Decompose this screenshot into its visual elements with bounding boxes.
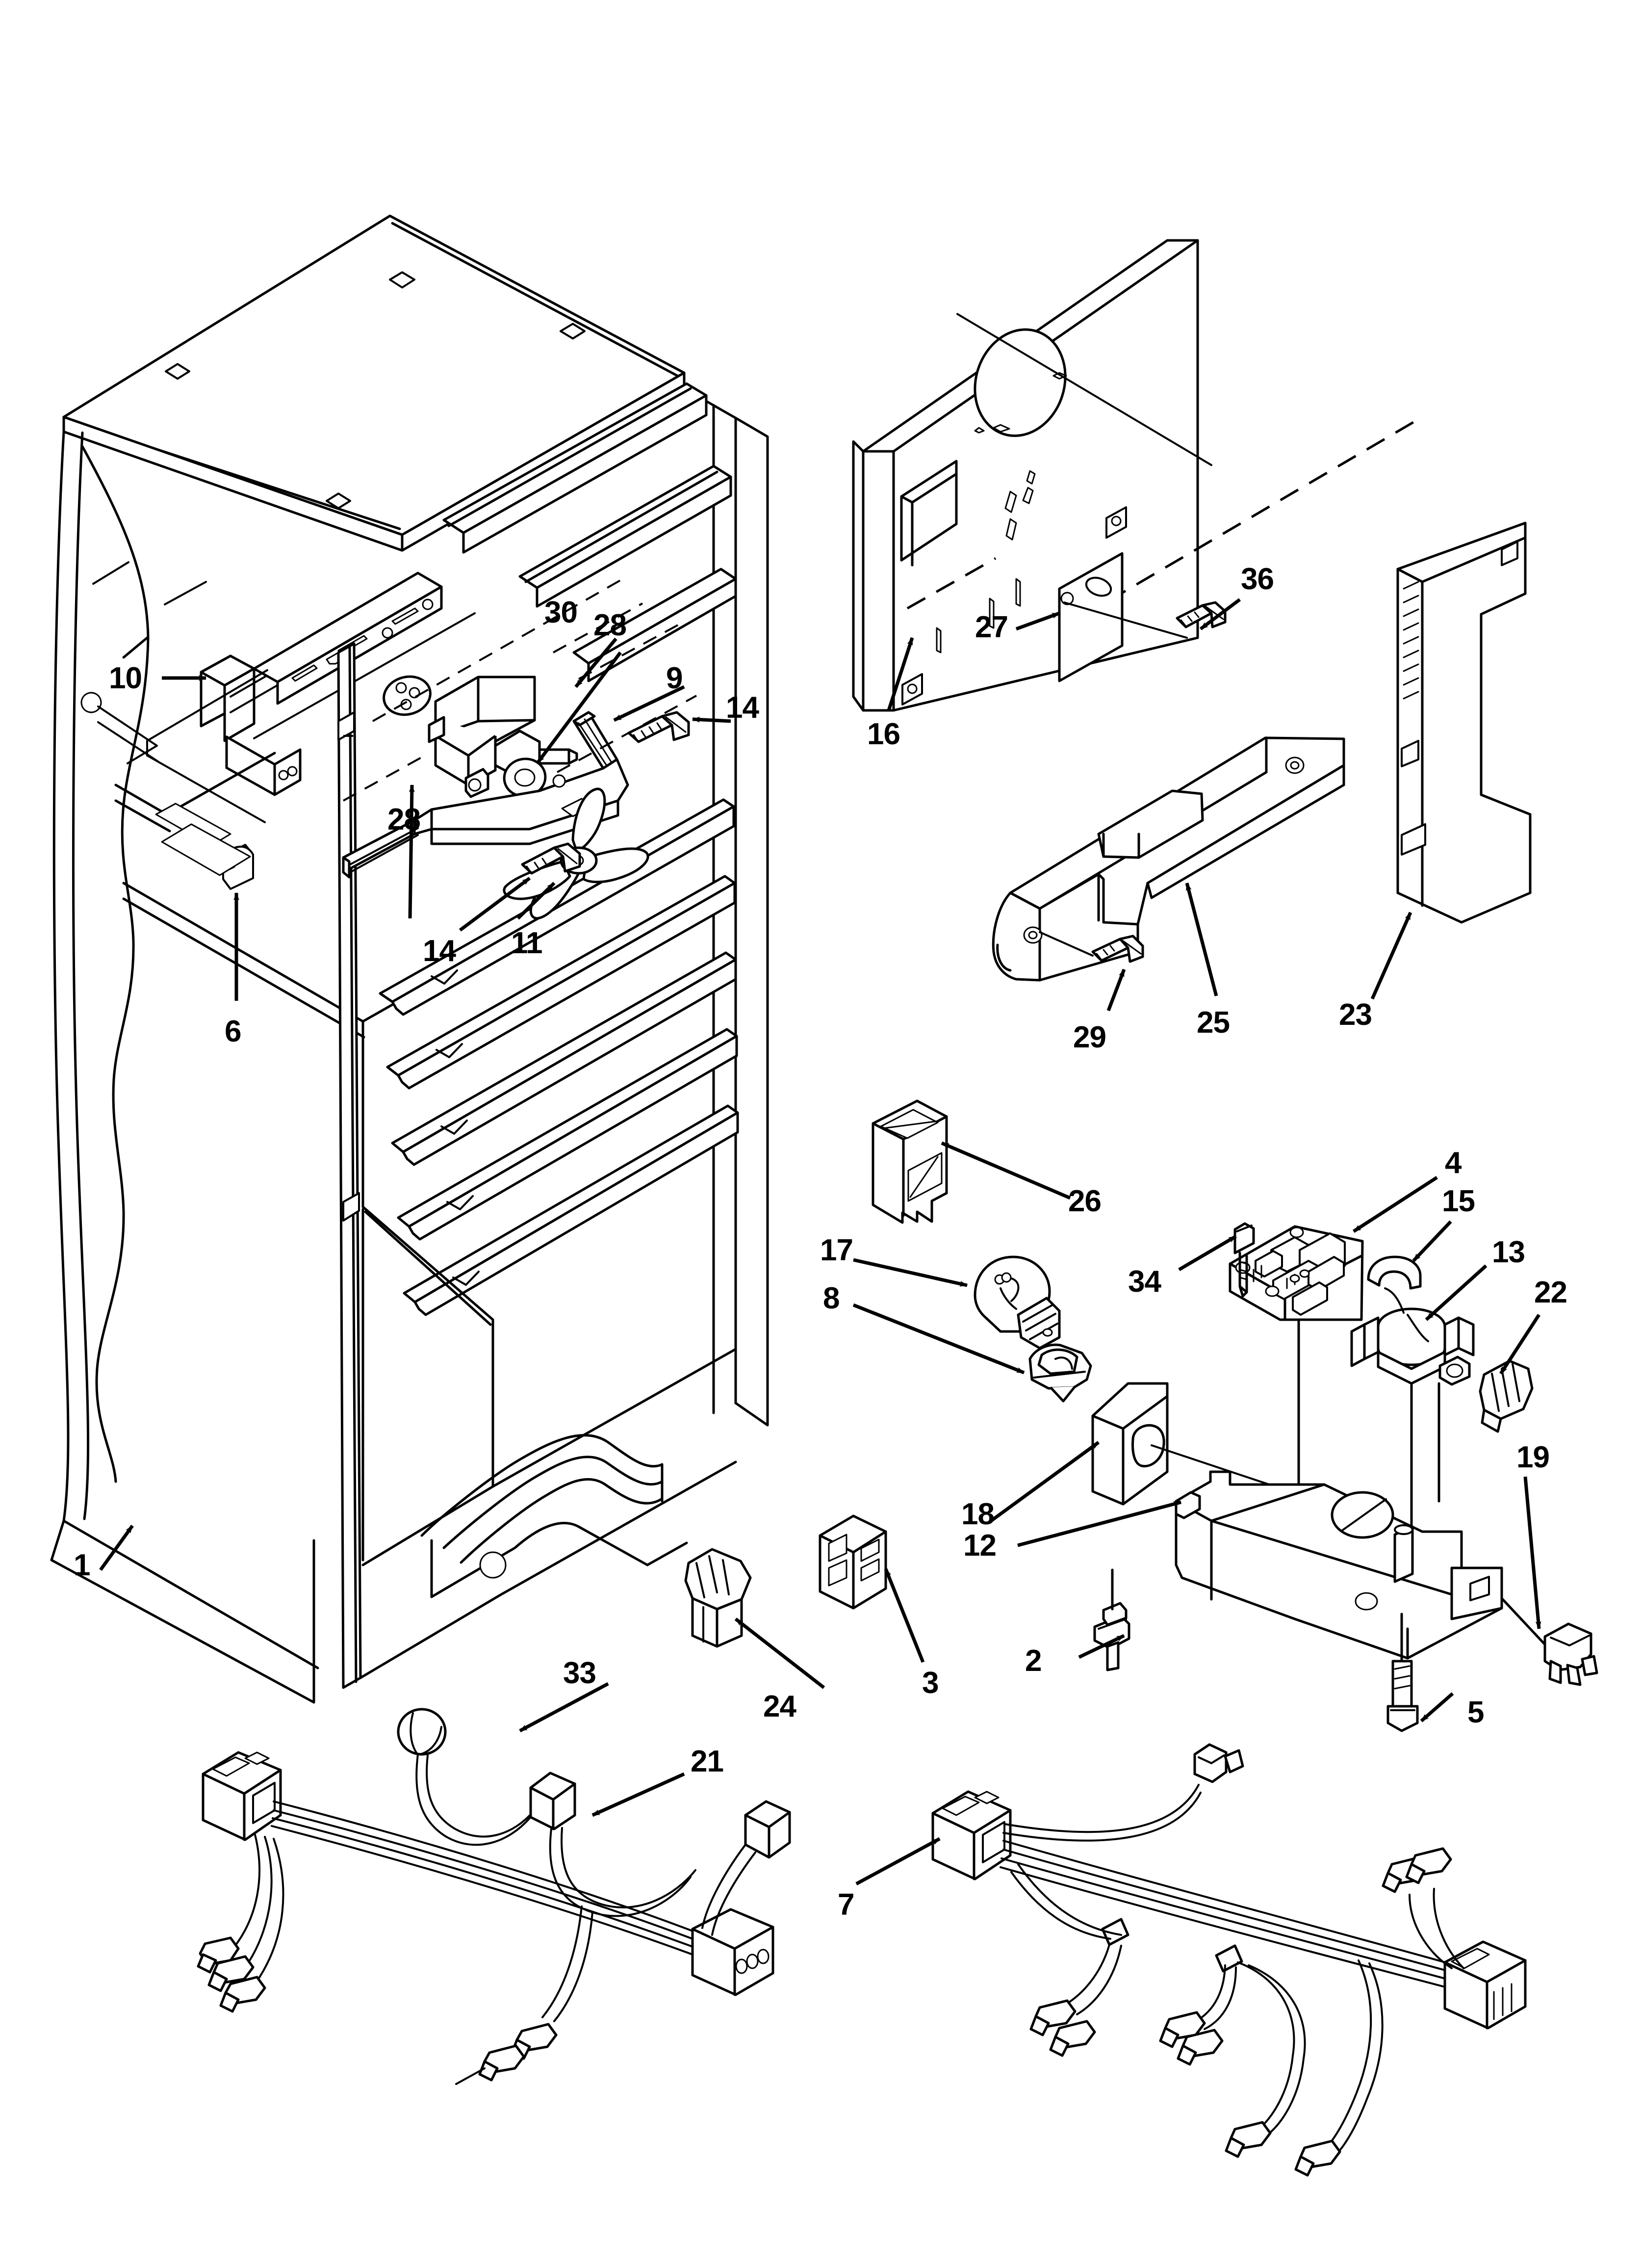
callout-25[interactable]: 25 (1197, 1006, 1230, 1040)
callout-30[interactable]: 30 (544, 596, 578, 629)
callout-12[interactable]: 12 (963, 1529, 997, 1563)
wire-connector-housing-24 (684, 1548, 752, 1648)
cabinet-assembly (50, 214, 769, 1704)
callout-28b[interactable]: 28 (387, 803, 421, 836)
callout-14b[interactable]: 14 (423, 934, 456, 968)
callout-27[interactable]: 27 (975, 610, 1008, 644)
evaporator-fan-assembly (342, 578, 697, 920)
callout-21[interactable]: 21 (691, 1745, 724, 1778)
callout-19[interactable]: 19 (1516, 1440, 1550, 1474)
callout-8[interactable]: 8 (823, 1281, 840, 1315)
access-cover-screw (1176, 601, 1227, 628)
callout-4[interactable]: 4 (1445, 1146, 1462, 1180)
callout-6[interactable]: 6 (225, 1015, 241, 1048)
callout-5[interactable]: 5 (1467, 1695, 1484, 1729)
callout-2[interactable]: 2 (1025, 1644, 1042, 1678)
callout-14[interactable]: 14 (726, 691, 759, 725)
callout-36[interactable]: 36 (1241, 562, 1274, 596)
wiring-harness-left (197, 1708, 791, 2085)
callout-13[interactable]: 13 (1492, 1235, 1525, 1269)
harness-grommet-33 (397, 1708, 447, 1756)
defrost-timer-and-trough (1091, 1382, 1598, 1732)
duct-cover-screw (1091, 935, 1144, 963)
callout-9[interactable]: 9 (666, 661, 683, 695)
callout-34[interactable]: 34 (1128, 1265, 1161, 1299)
shelf-rails (379, 798, 739, 1316)
callout-28[interactable]: 28 (593, 608, 627, 642)
light-bulb-and-socket (974, 1255, 1092, 1403)
callout-23[interactable]: 23 (1339, 998, 1372, 1032)
fan-grommet-upper (383, 675, 432, 716)
wiring-harness-right (931, 1743, 1527, 2177)
terminal-block-3 (819, 1514, 887, 1610)
callout-18[interactable]: 18 (961, 1497, 995, 1531)
rear-machine-compartment-panel (852, 239, 1423, 712)
control-board-group (1229, 1222, 1534, 1532)
callout-16[interactable]: 16 (867, 717, 900, 751)
callout-7[interactable]: 7 (838, 1888, 854, 1922)
fan-screw-upper (627, 711, 690, 743)
callout-1[interactable]: 1 (74, 1548, 90, 1582)
wire-terminal-19 (1500, 1597, 1598, 1686)
push-on-terminal-cap (1479, 1359, 1534, 1433)
callout-10[interactable]: 10 (109, 661, 142, 695)
leader-lines (99, 598, 1541, 1886)
callout-29[interactable]: 29 (1073, 1020, 1106, 1054)
air-duct-assembly (992, 521, 1532, 982)
air-damper-control (872, 1099, 948, 1224)
control-board-screw (1233, 1222, 1255, 1298)
callout-33[interactable]: 33 (563, 1656, 596, 1690)
callout-11[interactable]: 11 (511, 926, 543, 960)
fan-screw-lower (521, 842, 581, 875)
callout-15[interactable]: 15 (1442, 1184, 1475, 1218)
trough-mounting-screw (1386, 1613, 1419, 1732)
defrost-thermostat (1350, 1287, 1475, 1386)
callout-17[interactable]: 17 (820, 1233, 853, 1267)
callout-22[interactable]: 22 (1534, 1276, 1567, 1309)
callout-26[interactable]: 26 (1068, 1184, 1102, 1218)
callout-3[interactable]: 3 (922, 1666, 939, 1700)
callout-24[interactable]: 24 (763, 1690, 796, 1723)
